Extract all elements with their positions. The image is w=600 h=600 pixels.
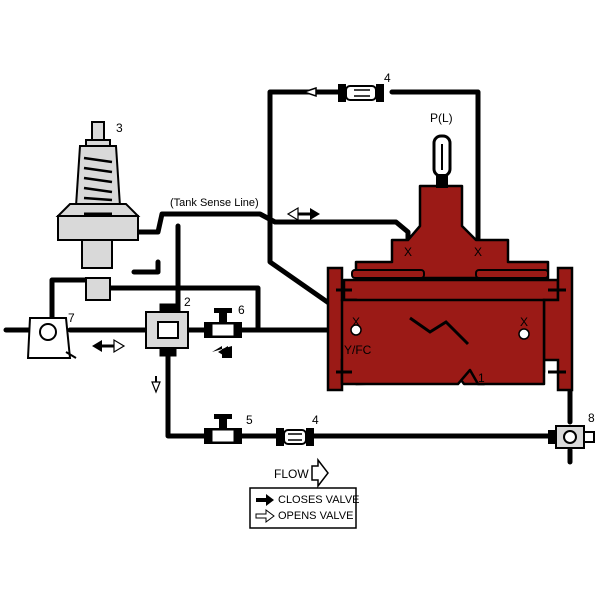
- label-tank-sense: (Tank Sense Line): [170, 197, 259, 209]
- label-item-5: 5: [246, 413, 253, 427]
- label-x-cover-left: X: [404, 245, 412, 259]
- closes-legend-icon: [256, 494, 274, 506]
- component-8: [548, 425, 595, 449]
- pipe-2-down: [165, 347, 207, 439]
- pipe-top-right: [389, 89, 481, 253]
- label-item-7: 7: [68, 311, 75, 325]
- component-5: [204, 414, 242, 444]
- label-item-8: 8: [588, 411, 595, 425]
- flow-indicator: [311, 457, 329, 489]
- label-x-cover-right: X: [474, 245, 482, 259]
- component-4-top: [338, 84, 384, 102]
- legend-closes-text: CLOSES VALVE: [278, 494, 360, 506]
- valve-cover-right-strip: [475, 269, 549, 279]
- label-x-outlet: X: [520, 315, 528, 329]
- closes-arrow-7: [92, 340, 102, 352]
- legend-box: [249, 487, 357, 529]
- labels: 3 4 P(L) (Tank Sense Line) 2 6 7 X X X X…: [68, 71, 595, 522]
- valve-bonnet: [354, 184, 550, 280]
- closes-arrow-sense: [310, 208, 320, 220]
- valve-cover-left-strip: [351, 269, 425, 279]
- pipe-pilot-stub: [131, 259, 161, 275]
- flow-arrows: [92, 86, 320, 394]
- component-7: [26, 317, 77, 359]
- label-yfc: Y/FC: [344, 343, 372, 357]
- pilot-bonnet: [74, 145, 122, 207]
- opens-arrow-down: [151, 381, 161, 394]
- valve-lower-body: [340, 298, 546, 386]
- legend-opens-text: OPENS VALVE: [278, 510, 353, 522]
- label-item-2: 2: [184, 295, 191, 309]
- opens-arrow-7: [113, 338, 126, 354]
- valve-outlet-port: [518, 328, 530, 340]
- label-x-inlet: X: [352, 315, 360, 329]
- pipe-left-7: [49, 277, 95, 333]
- pilot-lower-body: [85, 277, 111, 301]
- component-4-bottom: [276, 428, 314, 446]
- opens-legend-icon: [255, 509, 275, 523]
- pipe-pilot-6: [107, 285, 261, 333]
- opens-arrow-sense: [286, 206, 299, 222]
- pilot-diaphragm-case: [57, 215, 139, 241]
- valve-inlet-port: [350, 324, 362, 336]
- valve-seat-line: [409, 316, 470, 346]
- main-valve: [326, 184, 574, 392]
- label-item-4-top: 4: [384, 71, 391, 85]
- label-flow: FLOW: [274, 467, 309, 481]
- label-item-4-bottom: 4: [312, 413, 319, 427]
- position-indicator: [432, 134, 452, 188]
- flow-arrow-icon: [311, 457, 329, 489]
- pipe-tank-sense: [135, 211, 411, 253]
- label-item-1: 1: [478, 371, 485, 385]
- opens-arrow-top: [301, 86, 317, 98]
- indicator-base: [436, 174, 448, 188]
- valve-flange-marks: [336, 288, 566, 374]
- component-2: [145, 303, 189, 357]
- pilot-body: [81, 239, 113, 269]
- pilot-spring: [83, 156, 113, 202]
- component-6: [204, 308, 242, 338]
- label-pilot: P(L): [430, 111, 453, 125]
- label-item-6: 6: [238, 303, 245, 317]
- pilot-control-3: [55, 121, 141, 301]
- label-item-3: 3: [116, 121, 123, 135]
